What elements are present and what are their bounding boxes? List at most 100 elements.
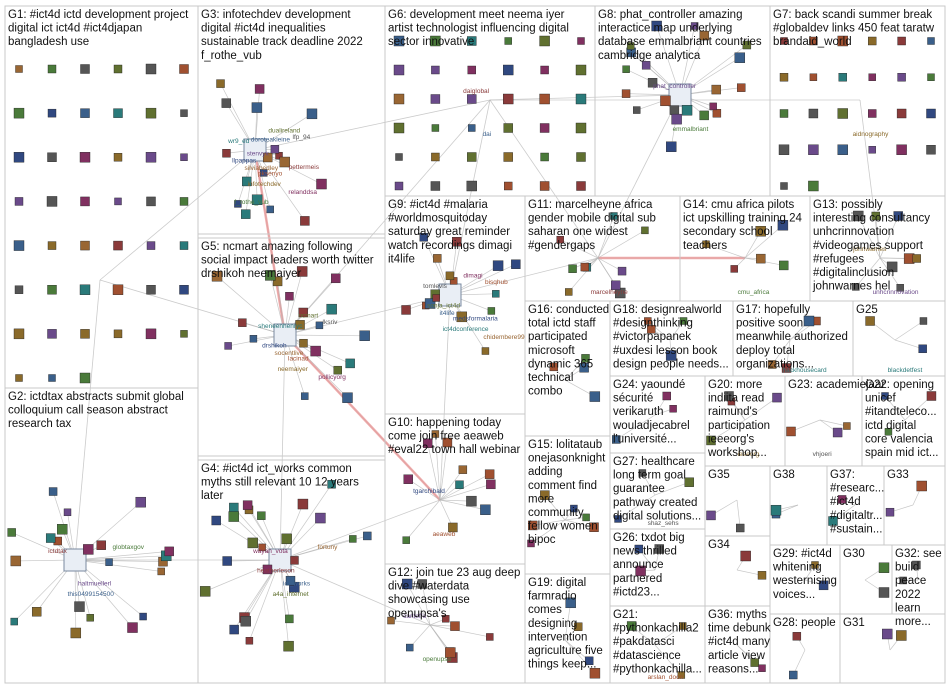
group-title-line: G12: join tue 23 aug deep [388,567,520,579]
group-title-line: G8: phat_controller amazing [598,9,742,21]
vertex-label: arslan_doon [648,674,684,681]
group-title-line: participated [528,331,587,343]
vertex-avatar [79,152,91,163]
vertex-avatar [662,391,671,401]
vertex-avatar [919,317,928,325]
vertex-avatar [113,240,123,251]
vertex-avatar [222,149,231,158]
vertex-avatar [146,285,156,295]
vertex-avatar [792,632,802,641]
vertex-avatar [666,141,677,152]
vertex-label: it4life [440,310,456,317]
vertex-avatar [431,65,440,75]
vertex-avatar [455,480,464,489]
vertex-avatar [468,124,476,132]
vertex-avatar [395,153,403,161]
cross-group-edge [439,294,451,501]
group-title-line: spain mid ict... [865,447,939,459]
vertex-avatar [80,329,90,339]
vertex-avatar [105,558,113,566]
vertex-avatar [912,254,921,263]
vertex-avatar [565,597,576,609]
vertex-avatar [15,65,23,73]
vertex-avatar [621,89,631,98]
group-title-line: G38 [773,469,795,481]
vertex-avatar [896,630,907,641]
group-title-line: digital #ict4d inequalities [201,23,326,35]
vertex-label: infotechdev [248,181,282,188]
group-title-line: #worldmosquitoday [388,213,487,225]
vertex-label: ieeeorg [738,451,760,458]
group-title-line: time debunk [708,623,771,635]
group-title-line: come join free aeaweb [388,431,504,443]
group-title-line: G36: myths [708,609,767,621]
group-title-line: voices... [773,589,815,601]
edge [568,257,599,293]
vertex-avatar [113,329,123,339]
group-title-g21: G21:#pythonkachilla2#pakdatasci#datascie… [613,609,702,675]
vertex-avatar [112,284,124,295]
group-title-line: ict upskilling training 24 [683,213,803,225]
vertex-avatar [699,30,710,41]
group-title-line: G33 [887,469,909,481]
group-box-g38 [769,465,828,546]
vertex-label: tomlevis [423,283,448,290]
group-title-g38: G38 [773,469,795,481]
strong-edge [284,334,441,501]
vertex-avatar [270,145,280,154]
vertex-avatar [80,64,90,74]
group-title-line: cambridge analytica [598,50,701,62]
vertex-label: openupsa [423,656,452,663]
vertex-avatar [635,565,646,577]
vertex-avatar [234,200,242,208]
group-title-line: #pakdatasci [613,636,674,648]
vertex-avatar [926,145,936,155]
group-title-line: verikaruth [613,406,664,418]
vertex-avatar [709,102,717,111]
group-title-line: gender mobile digital sub [528,213,656,225]
edge [597,230,646,259]
group-title-line: core valencia [865,433,933,445]
group-title-line: things keep... [528,659,596,671]
vertex-label: lfp_94 [293,134,311,141]
vertex-avatar [884,428,893,436]
group-title-g25: G25 [856,304,878,316]
vertex-avatar [669,405,677,413]
vertex-avatar [611,435,621,444]
group-title-g3: G3: infotechdev development digital #ict4… [201,9,363,62]
edge [616,414,656,440]
hub-vertex [668,83,692,107]
vertex-avatar [47,329,57,339]
group-title-line: #itandtelecо... [865,406,937,418]
group-title-line: G21: [613,609,638,621]
hub-vertex [63,548,87,572]
edge [421,583,431,626]
vertex-avatar [897,73,906,82]
vertex-avatar [145,152,157,163]
vertex-avatar [651,20,662,32]
group-title-line: G3: infotechdev development [201,9,351,21]
edge [435,433,441,501]
vertex-avatar [503,93,514,105]
group-title-line: openupsa's [388,608,447,620]
vertex-avatar [157,567,165,576]
edge [427,443,441,501]
vertex-label: fortuny [318,544,339,551]
group-title-line: G6: development meet neema iyer [388,9,565,21]
vertex-avatar [70,627,82,639]
vertex-avatar [403,474,413,484]
vertex-avatar [272,276,283,287]
vertex-avatar [393,93,405,105]
cross-group-edge [99,149,256,281]
vertex-avatar [582,513,590,522]
vertex-avatar [803,315,815,327]
vertex-label: dai [483,131,492,138]
vertex-avatar [576,152,586,162]
group-title-line: G2: ictdtax abstracts submit global [8,391,184,403]
vertex-avatar [401,305,411,315]
vertex-label: stenvyk [247,150,270,157]
group-title-g7: G7: back scandi summer break#globaldev l… [773,9,935,48]
